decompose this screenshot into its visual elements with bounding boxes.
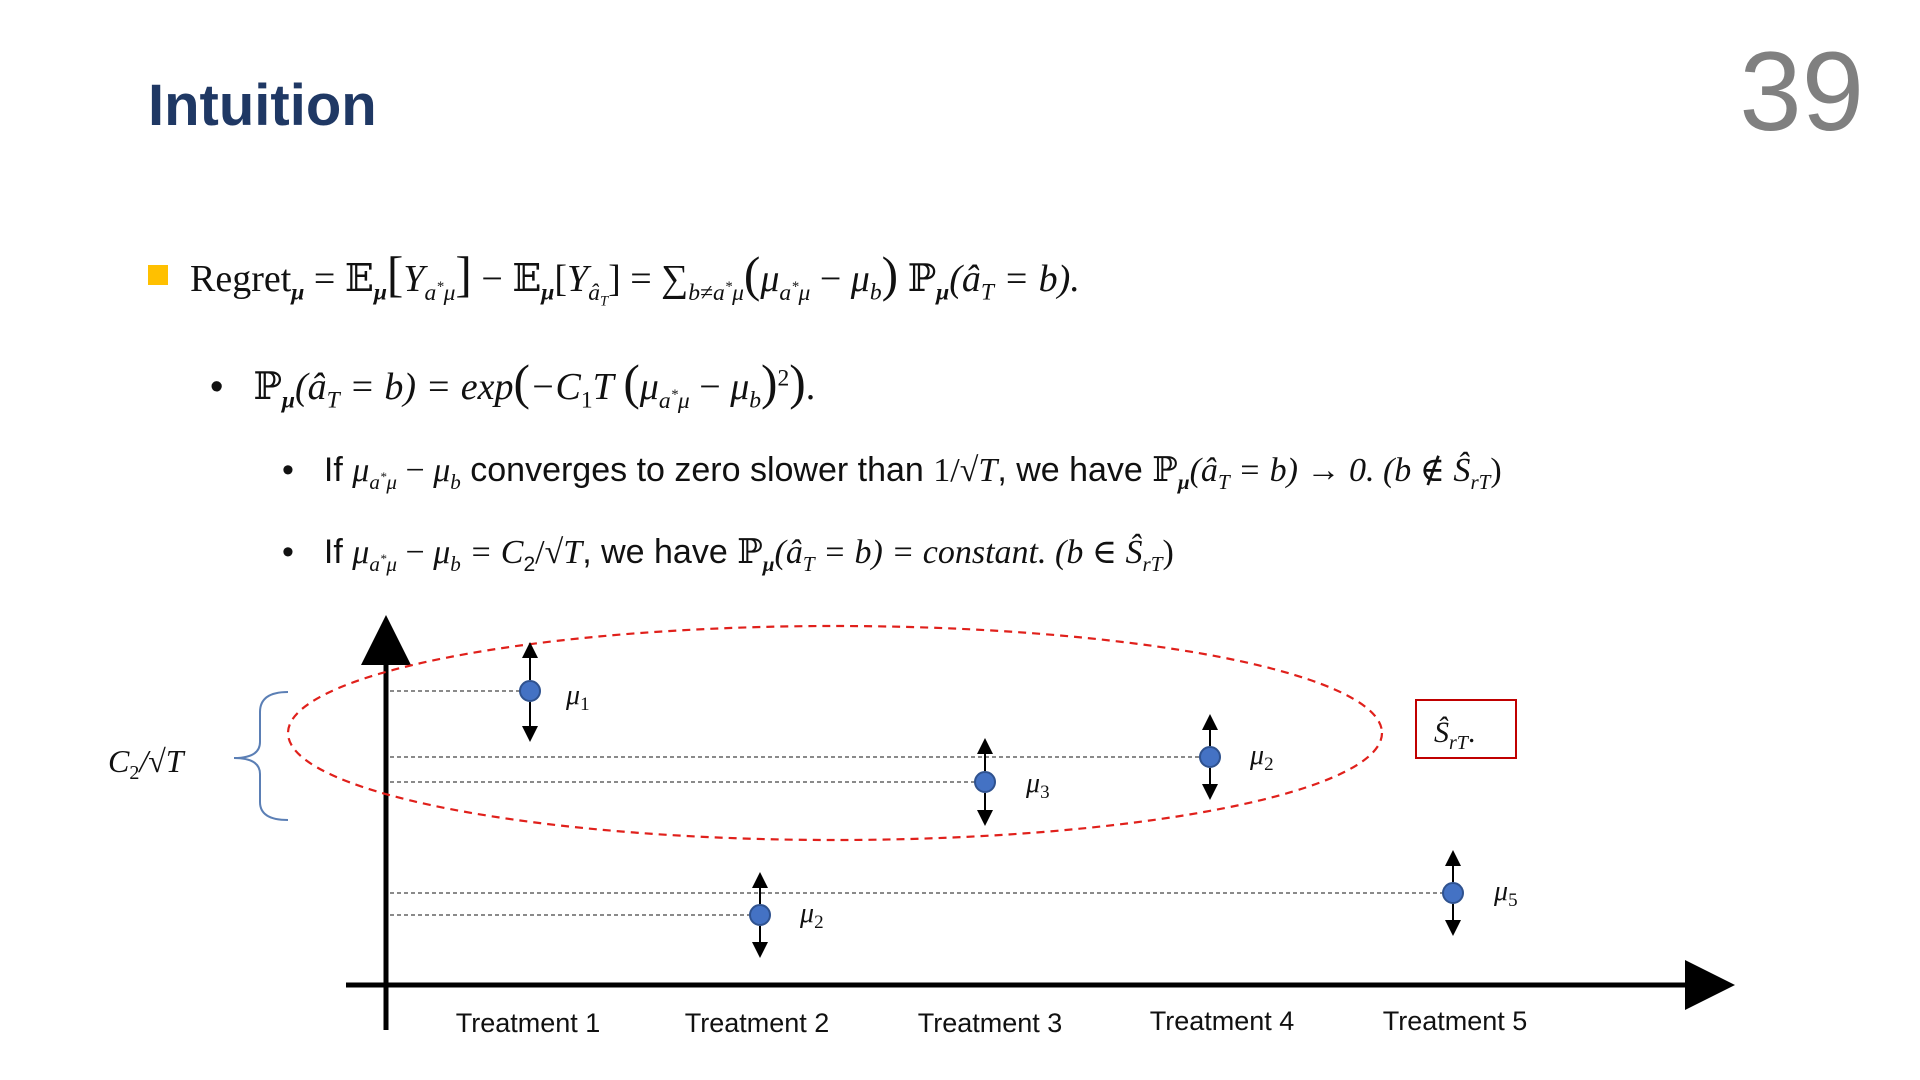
point-label-4: μ2 — [1249, 740, 1274, 775]
treatment-label-5: Treatment 5 — [1383, 1006, 1528, 1036]
selected-set-ellipse — [286, 624, 1384, 842]
bullet-slower-case: •If μa*μ − μb converges to zero slower t… — [282, 450, 1502, 494]
page-number: 39 — [1739, 29, 1864, 154]
point-label-1: μ1 — [565, 680, 590, 715]
set-label: ŜrT. — [1434, 716, 1475, 754]
point-label-5: μ5 — [1493, 876, 1518, 911]
square-bullet-icon — [148, 265, 168, 285]
point-treatment-4 — [1199, 714, 1221, 800]
bullet-dot-icon: • — [282, 451, 294, 489]
bullet-constant-case: •If μa*μ − μb = C2/√T, we have ℙμ(âT = b… — [282, 532, 1174, 576]
point-treatment-3 — [974, 738, 996, 826]
bullet-probability: •ℙμ(âT = b) = exp(−C1T (μa*μ − μb)2). — [210, 355, 816, 414]
bullet-dot-icon: • — [210, 366, 224, 408]
point-treatment-1 — [519, 642, 541, 742]
point-label-2: μ2 — [799, 898, 824, 933]
brace-icon — [233, 691, 289, 821]
treatment-label-4: Treatment 4 — [1150, 1006, 1295, 1036]
brace-label: C2/√T — [108, 743, 186, 784]
point-treatment-5 — [1442, 850, 1464, 936]
treatment-label-1: Treatment 1 — [456, 1008, 601, 1038]
bullet-dot-icon: • — [282, 533, 294, 571]
slide-title: Intuition — [148, 73, 377, 138]
point-label-3: μ3 — [1025, 768, 1050, 803]
treatment-label-3: Treatment 3 — [918, 1008, 1063, 1038]
point-treatment-2 — [749, 872, 771, 958]
reference-lines — [390, 690, 1452, 916]
set-label-box — [1415, 699, 1517, 759]
treatment-label-2: Treatment 2 — [685, 1008, 830, 1038]
bullet-regret: Regretμ = 𝔼μ[Ya*μ] − 𝔼μ[YâT] = ∑b≠a*μ(μa… — [148, 246, 1080, 310]
